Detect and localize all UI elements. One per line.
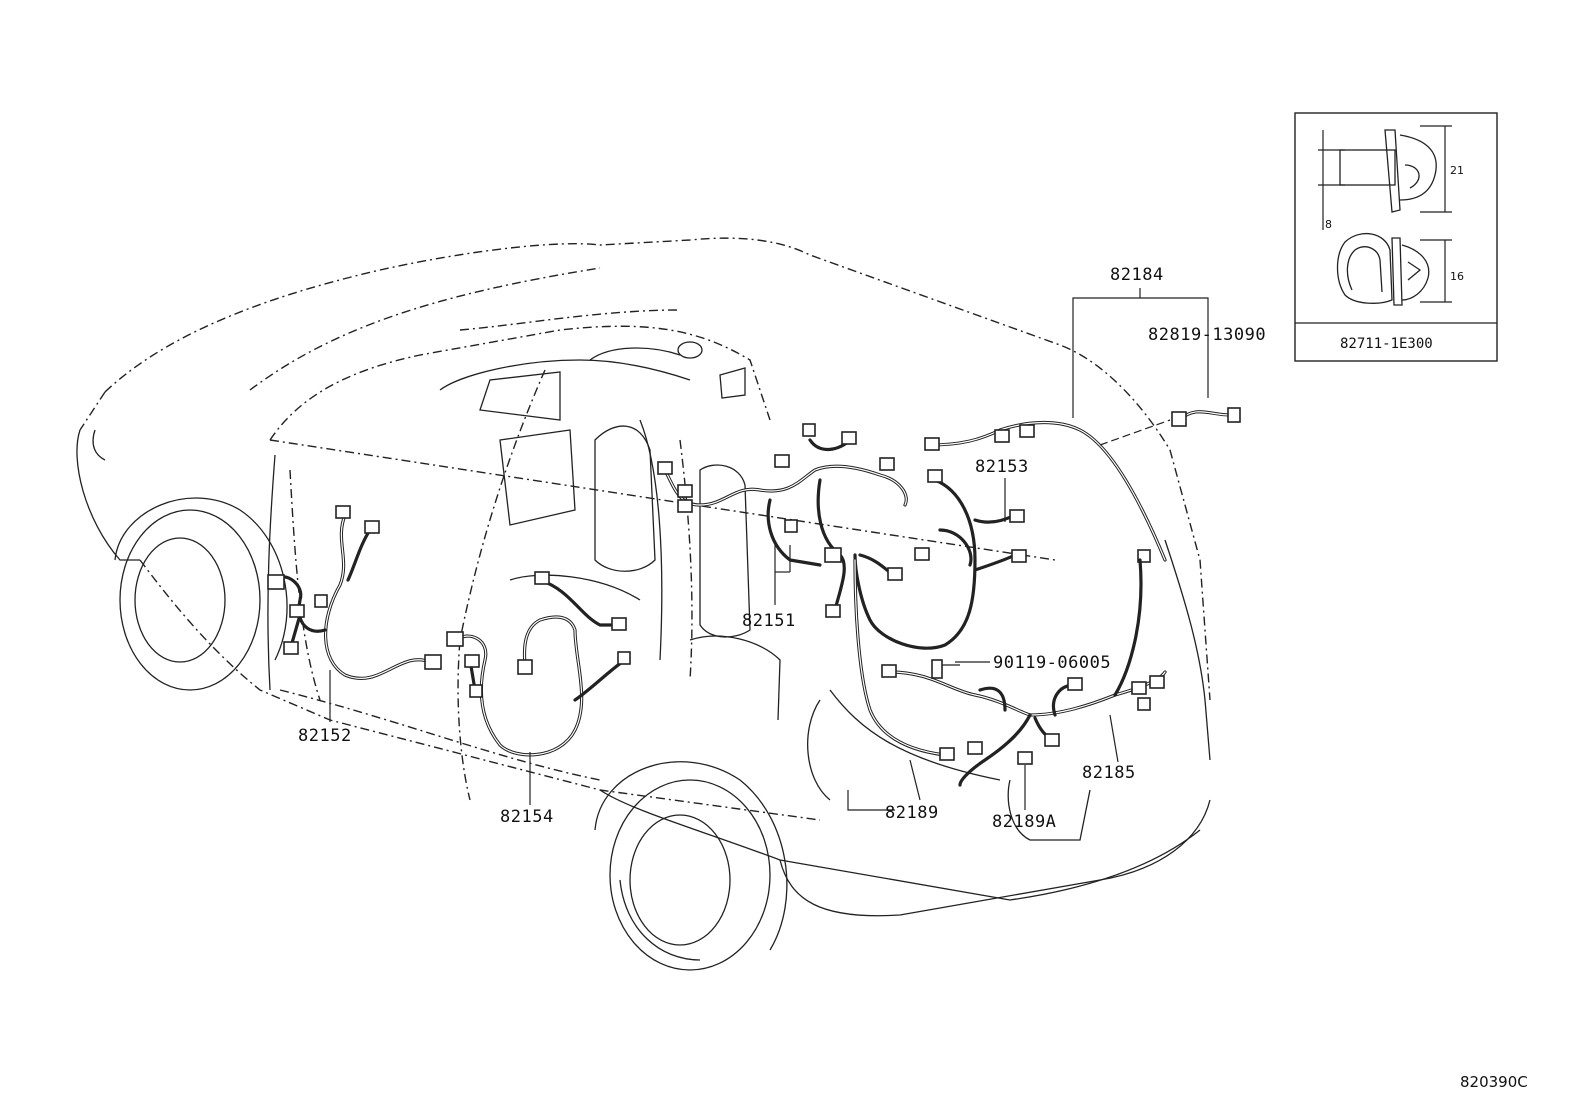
connector [1017,751,1033,765]
dimension-8: 8 [1325,218,1332,231]
dimension-16: 16 [1450,270,1464,283]
part-label-82189: 82189 [885,803,939,823]
part-label-82185: 82185 [1082,763,1136,783]
clip-detail-inset: 21 8 16 82711-1E300 [1294,112,1498,362]
connector [446,631,464,647]
connector [1171,411,1187,427]
connector [1149,675,1165,689]
connector [267,574,285,590]
part-label-82184: 82184 [1110,265,1164,285]
harness-82153 [853,420,1167,650]
connector [289,604,305,618]
connector [879,457,895,471]
part-label-82819-13090: 82819-13090 [1148,325,1266,345]
part-label-82154: 82154 [500,807,554,827]
connector [939,747,955,761]
connector [283,641,299,655]
harness-82154 [446,571,631,805]
harness-82184 [1072,288,1241,446]
harness-82152 [267,505,442,722]
connector [924,437,940,451]
connector [1011,549,1027,563]
clip-front-view: 16 [1336,232,1464,306]
figure-code: 820390C [1460,1073,1528,1091]
connector [424,654,442,670]
connector [887,567,903,581]
connector [825,604,841,618]
vehicle-body-outline [76,237,1211,971]
connector [364,520,380,534]
connector [967,741,983,755]
connector [617,651,631,665]
connector [1227,407,1241,423]
connector [469,684,483,698]
inset-part-number: 82711-1E300 [1340,336,1433,352]
connector [314,594,328,608]
connector [824,547,842,563]
connector [1009,509,1025,523]
bolt-icon [931,659,943,679]
connector [534,571,550,585]
connector [1044,733,1060,747]
connector [802,423,816,437]
harness-82151 [657,423,908,618]
connector [1067,677,1083,691]
connector [335,505,351,519]
connector [774,454,790,468]
connector [1137,697,1151,711]
dimension-21: 21 [1450,164,1464,177]
connector [1131,681,1147,695]
part-label-82151: 82151 [742,611,796,631]
harness-rear [847,558,1167,811]
part-label-82152: 82152 [298,726,352,746]
connector [517,659,533,675]
connector [841,431,857,445]
connector [1019,424,1035,438]
part-label-82153: 82153 [975,457,1029,477]
connector [914,547,930,561]
part-label-90119-06005: 90119-06005 [993,653,1111,673]
connector [881,664,897,678]
part-label-82189A: 82189A [992,812,1056,832]
connector [927,469,943,483]
connector [464,654,480,668]
connector [611,617,627,631]
clip-side-view: 21 8 [1318,125,1464,231]
part-labels: 82152 82154 82151 82153 82184 82819-1309… [298,265,1266,832]
connector [657,461,673,475]
connector [677,499,693,513]
connector [784,519,798,533]
connector [677,484,693,498]
connector [994,429,1010,443]
